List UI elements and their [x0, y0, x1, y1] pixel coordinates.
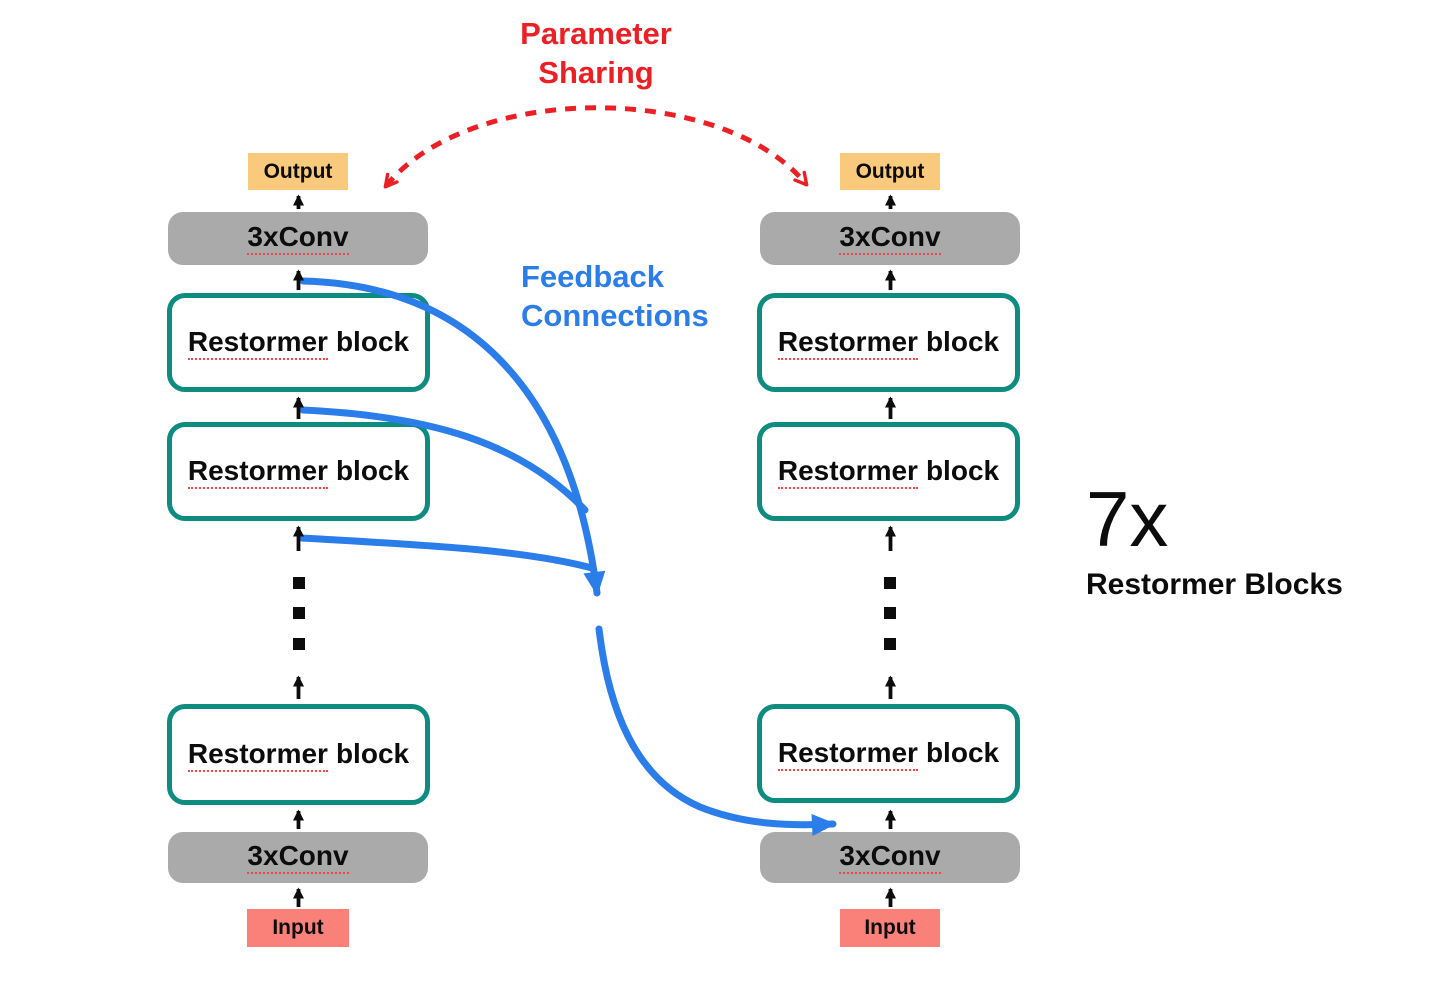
- right-ellipsis-dots: [884, 577, 896, 650]
- feedback-curve-lower: [298, 534, 596, 572]
- parameter-sharing-line2: Sharing: [538, 55, 654, 90]
- left-ellipsis-dots: [293, 577, 305, 650]
- left-restormer-2-word: Restormer: [187, 455, 328, 490]
- left-output-box: Output: [248, 153, 348, 190]
- right-restormer-2-word: Restormer: [777, 455, 918, 490]
- right-output-label: Output: [855, 159, 925, 183]
- right-input-label: Input: [864, 916, 916, 940]
- left-input-label: Input: [272, 916, 324, 940]
- left-restormer-2-block-word: block: [335, 455, 410, 487]
- right-restormer-1-block-word: block: [925, 326, 1000, 358]
- right-conv-top-block: 3xConv: [760, 212, 1020, 265]
- left-output-label: Output: [263, 159, 333, 183]
- right-restormer-1-word: Restormer: [777, 326, 918, 361]
- repeat-label: Restormer Blocks: [1086, 568, 1343, 601]
- parameter-sharing-label: Parameter Sharing: [446, 14, 746, 92]
- left-conv-bottom-block: 3xConv: [168, 832, 428, 883]
- feedback-connections-label: Feedback Connections: [521, 257, 709, 335]
- feedback-connections-line1: Feedback: [521, 259, 665, 294]
- right-restormer-2-block-word: block: [925, 455, 1000, 487]
- left-restormer-3-word: Restormer: [187, 738, 328, 773]
- left-restormer-1-word: Restormer: [187, 326, 328, 361]
- repeat-count: 7x: [1086, 475, 1169, 563]
- right-restormer-3-block-word: block: [925, 737, 1000, 769]
- right-conv-bottom-label: 3xConv: [839, 840, 941, 875]
- feedback-connections-line2: Connections: [521, 298, 709, 333]
- right-conv-top-label: 3xConv: [839, 221, 941, 256]
- right-output-box: Output: [840, 153, 940, 190]
- left-input-box: Input: [247, 909, 349, 947]
- right-input-box: Input: [840, 909, 940, 947]
- repeat-note: 7x Restormer Blocks: [1086, 480, 1343, 602]
- left-conv-top-label: 3xConv: [247, 221, 349, 256]
- left-restormer-1-block-word: block: [335, 326, 410, 358]
- parameter-sharing-line1: Parameter: [520, 16, 672, 51]
- right-conv-bottom-block: 3xConv: [760, 832, 1020, 883]
- parameter-sharing-arrow: [383, 105, 809, 189]
- left-conv-top-block: 3xConv: [168, 212, 428, 265]
- right-restormer-3-word: Restormer: [777, 737, 918, 772]
- left-conv-bottom-label: 3xConv: [247, 840, 349, 875]
- left-restormer-3-block-word: block: [335, 738, 410, 770]
